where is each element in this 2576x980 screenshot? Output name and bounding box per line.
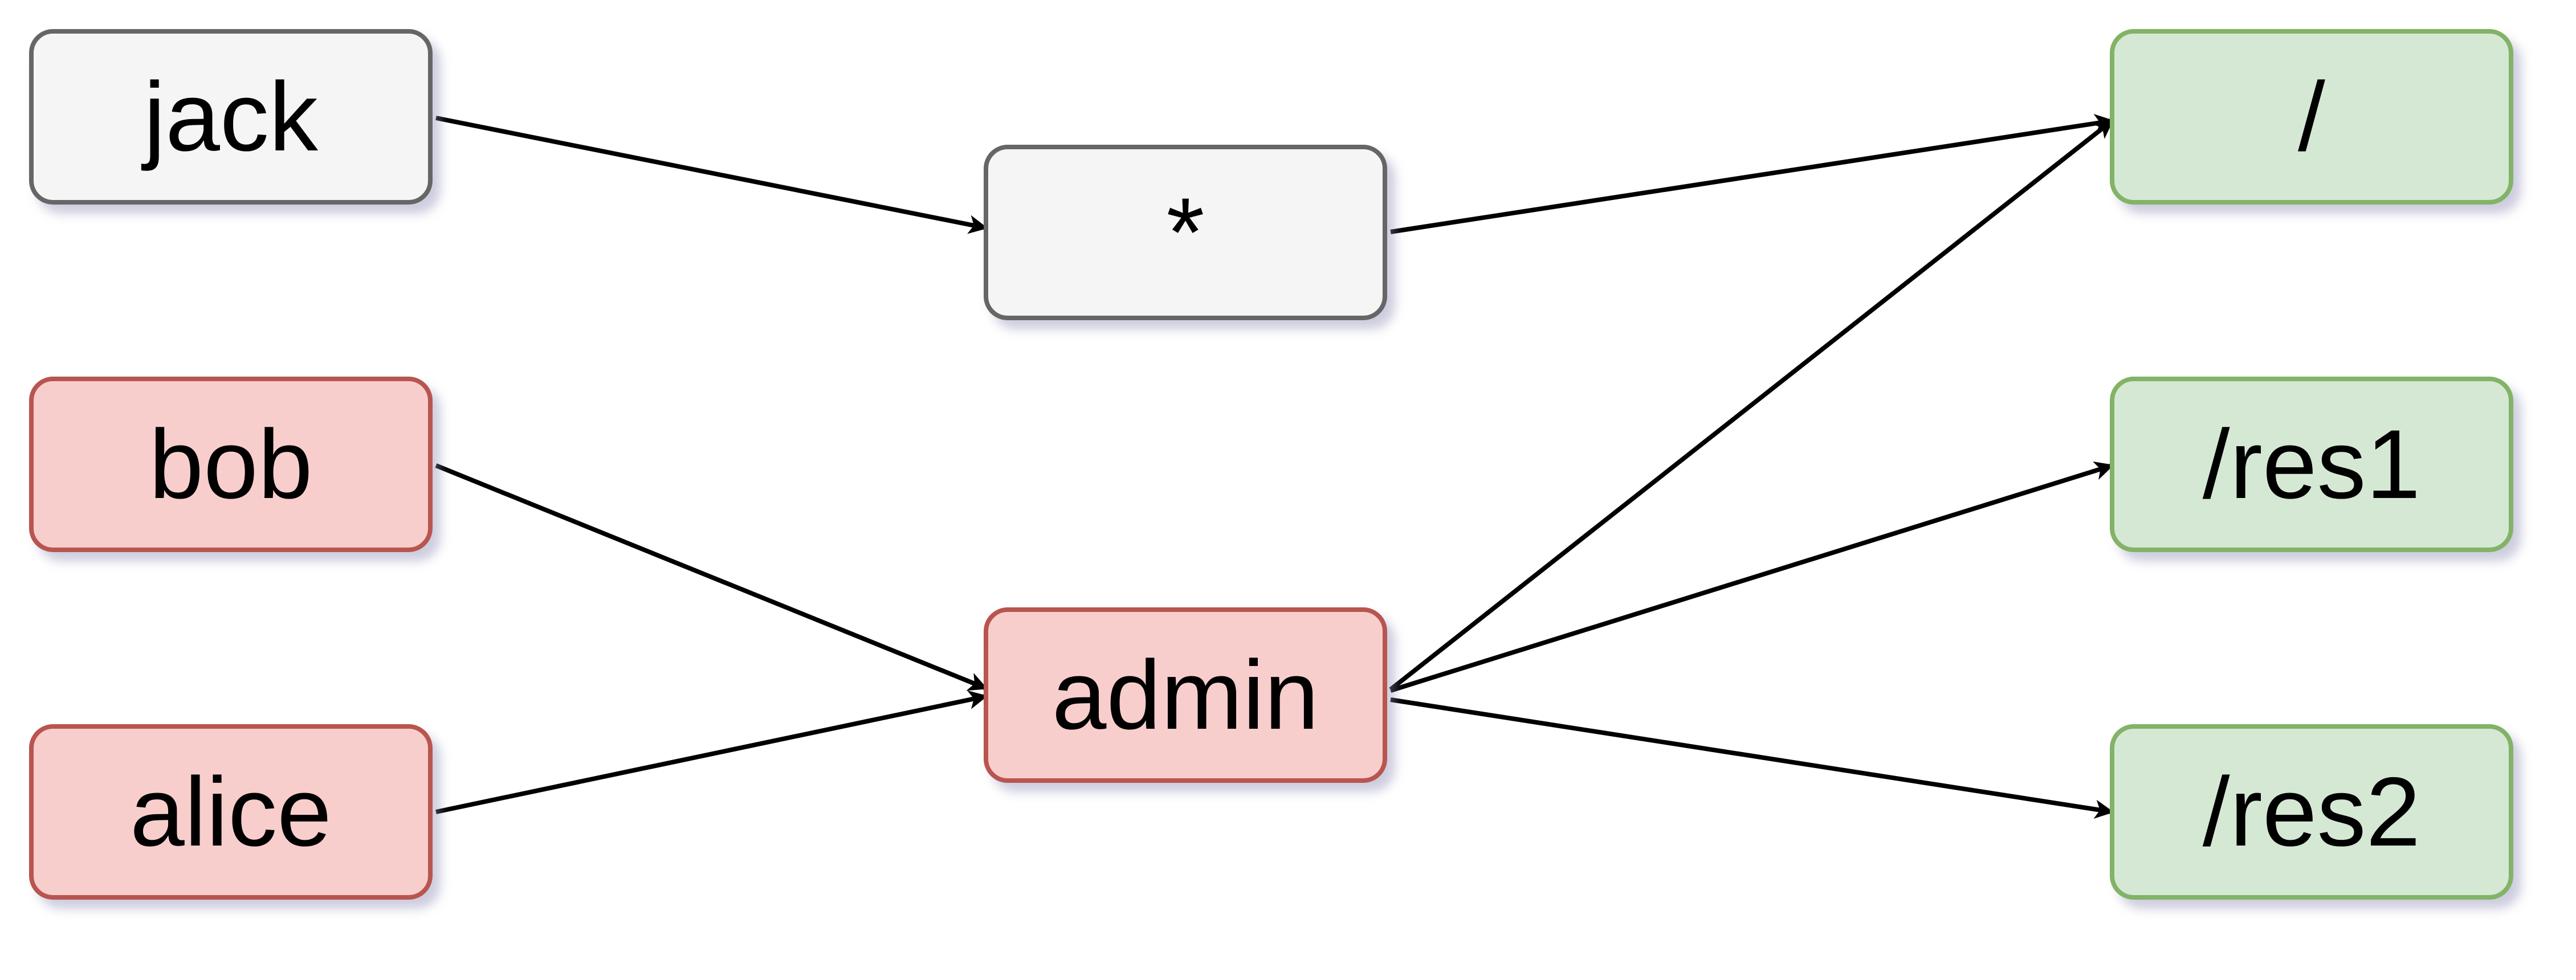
node-box-root (2110, 29, 2513, 205)
node-label-res1: /res1 (2203, 410, 2420, 519)
edge-star-to-root (1390, 113, 2114, 234)
node-admin: admin (984, 607, 1387, 783)
node-box-star (984, 145, 1387, 320)
edge-jack-to-star (435, 116, 988, 234)
node-label-root: / (2298, 62, 2325, 172)
node-box-admin (984, 607, 1387, 783)
node-label-bob: bob (149, 410, 313, 519)
node-alice: alice (29, 724, 433, 900)
node-box-res2 (2110, 724, 2513, 900)
edges-layer (435, 113, 2114, 819)
node-label-star: * (1167, 178, 1205, 287)
nodes-layer: jack * / bob/res1 admin alice/res2 (29, 29, 2513, 900)
node-star: * (984, 145, 1387, 320)
node-label-admin: admin (1052, 640, 1319, 750)
edge-admin-to-root (1389, 119, 2114, 692)
edge-admin-to-res1 (1389, 461, 2114, 693)
edge-alice-to-admin (435, 690, 988, 814)
node-box-jack (29, 29, 433, 205)
node-root: / (2110, 29, 2513, 205)
node-label-alice: alice (130, 757, 332, 867)
node-res1: /res1 (2110, 377, 2513, 552)
node-label-res2: /res2 (2203, 757, 2420, 867)
node-box-bob (29, 377, 433, 552)
edge-bob-to-admin (435, 463, 988, 691)
node-res2: /res2 (2110, 724, 2513, 900)
node-label-jack: jack (141, 62, 319, 172)
node-box-alice (29, 724, 433, 900)
edge-admin-to-res2 (1390, 697, 2114, 819)
node-box-res1 (2110, 377, 2513, 552)
node-bob: bob (29, 377, 433, 552)
node-jack: jack (29, 29, 433, 205)
